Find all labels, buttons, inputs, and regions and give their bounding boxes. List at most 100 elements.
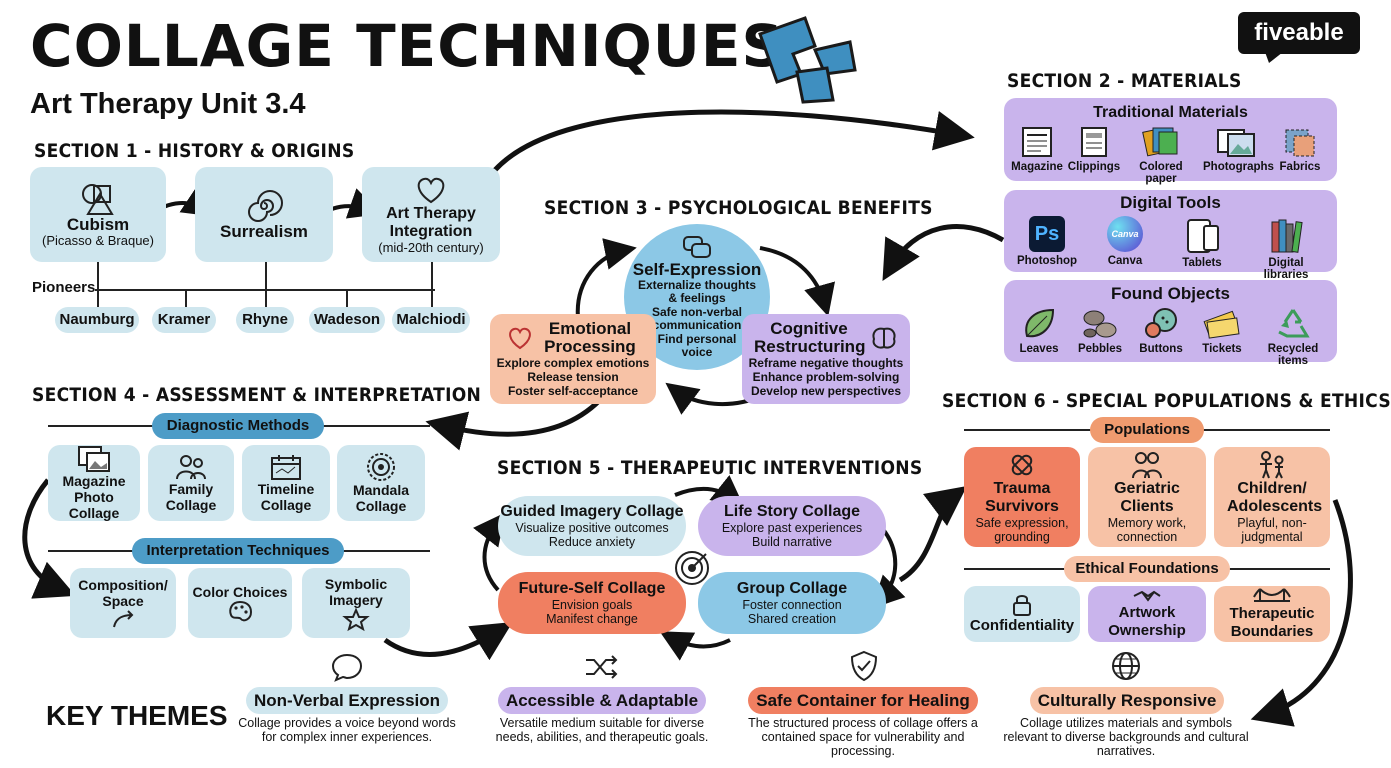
object-label: Pebbles xyxy=(1077,343,1123,355)
population-trauma[interactable]: Trauma Survivors Safe expression, ground… xyxy=(964,447,1080,547)
section5-heading: SECTION 5 - THERAPEUTIC INTERVENTIONS xyxy=(497,457,923,479)
calendar-icon xyxy=(271,455,301,480)
intervention-title: Guided Imagery Collage xyxy=(500,503,684,520)
pebbles-icon xyxy=(1083,310,1117,338)
bandage-icon xyxy=(1011,454,1033,476)
ethic-title: Artwork Ownership xyxy=(1108,604,1186,639)
emotional-processing[interactable]: Emotional Processing Explore complex emo… xyxy=(490,314,656,404)
pioneer-rhyne[interactable]: Rhyne xyxy=(236,307,294,333)
theme-accessible[interactable]: Accessible & Adaptable xyxy=(498,687,706,714)
object-buttons[interactable]: Buttons xyxy=(1131,306,1191,355)
benefit-line: Externalize thoughts xyxy=(637,277,756,292)
guided-imagery-collage[interactable]: Guided Imagery Collage Visualize positiv… xyxy=(498,496,686,556)
life-story-collage[interactable]: Life Story Collage Explore past experien… xyxy=(698,496,886,556)
benefit-line: communication xyxy=(652,318,742,332)
method-mandala[interactable]: Mandala Collage xyxy=(337,445,425,521)
lock-icon xyxy=(1013,595,1031,616)
material-clippings[interactable]: Clippings xyxy=(1064,126,1124,173)
section6-heading: SECTION 6 - SPECIAL POPULATIONS & ETHICS xyxy=(942,390,1391,412)
ethic-title: Therapeutic Boundaries xyxy=(1229,605,1315,640)
population-geriatric[interactable]: Geriatric Clients Memory work, connectio… xyxy=(1088,447,1206,547)
method-family[interactable]: Family Collage xyxy=(148,445,234,521)
intervention-line: Explore past experiences xyxy=(721,521,863,535)
diagnostic-methods-label: Diagnostic Methods xyxy=(152,413,324,439)
arrow-curve-icon xyxy=(113,610,134,628)
key-themes-heading: KEY THEMES xyxy=(46,700,228,731)
globe-icon xyxy=(1112,652,1140,680)
canva-icon: Canva xyxy=(1107,216,1143,252)
pioneer-kramer[interactable]: Kramer xyxy=(152,307,216,333)
intervention-line: Visualize positive outcomes xyxy=(515,521,669,535)
stage-sub: (mid-20th century) xyxy=(378,239,484,255)
population-sub: Playful, non-judgmental xyxy=(1237,516,1307,544)
stage-cubism[interactable]: Cubism (Picasso & Braque) xyxy=(30,167,166,262)
material-colored-paper[interactable]: Colored paper xyxy=(1128,126,1194,185)
ethic-boundaries[interactable]: Therapeutic Boundaries xyxy=(1214,586,1330,642)
material-label: Clippings xyxy=(1067,161,1121,173)
section2-heading: SECTION 2 - MATERIALS xyxy=(1007,70,1242,92)
populations-label: Populations xyxy=(1090,417,1204,443)
speech-bubble-icon xyxy=(331,653,363,682)
section4-heading: SECTION 4 - ASSESSMENT & INTERPRETATION xyxy=(32,384,482,406)
material-label: Magazine xyxy=(1011,161,1063,173)
pioneers-label: Pioneers xyxy=(32,279,96,296)
ethic-confidentiality[interactable]: Confidentiality xyxy=(964,586,1080,642)
interpretation-techniques-label: Interpretation Techniques xyxy=(132,538,344,564)
tool-canva[interactable]: Canva Canva xyxy=(1095,216,1155,267)
pioneer-wadeson[interactable]: Wadeson xyxy=(309,307,385,333)
object-label: Buttons xyxy=(1139,343,1183,355)
theme-culturally-responsive[interactable]: Culturally Responsive xyxy=(1030,687,1224,714)
object-tickets[interactable]: Tickets xyxy=(1192,306,1252,355)
technique-title: Composition/ Space xyxy=(78,577,168,609)
section3-heading: SECTION 3 - PSYCHOLOGICAL BENEFITS xyxy=(544,197,933,219)
population-sub: Safe expression, grounding xyxy=(975,516,1069,544)
pioneer-malchiodi[interactable]: Malchiodi xyxy=(392,307,470,333)
logo-tail xyxy=(1265,52,1283,63)
material-fabrics[interactable]: Fabrics xyxy=(1270,126,1330,173)
mandala-icon xyxy=(367,453,395,481)
theme-safe-container[interactable]: Safe Container for Healing xyxy=(748,687,978,714)
tool-digital-libraries[interactable]: Digital libraries xyxy=(1245,216,1327,281)
group-title: Digital Tools xyxy=(1120,193,1221,212)
stage-art-therapy[interactable]: Art Therapy Integration (mid-20th centur… xyxy=(362,167,500,262)
cognitive-restructuring[interactable]: Cognitive Restructuring Reframe negative… xyxy=(742,314,910,404)
method-title: Timeline Collage xyxy=(257,481,315,513)
theme-desc: Collage provides a voice beyond words fo… xyxy=(238,716,456,744)
population-children[interactable]: Children/ Adolescents Playful, non-judgm… xyxy=(1214,447,1330,547)
benefit-line: Safe non-verbal xyxy=(651,304,742,319)
photoshop-icon: Ps xyxy=(1029,216,1065,252)
ethic-ownership[interactable]: Artwork Ownership xyxy=(1088,586,1206,642)
heart-icon xyxy=(509,327,531,350)
leaf-icon xyxy=(1025,308,1055,338)
benefit-title: Self-Expression xyxy=(632,259,762,279)
tool-photoshop[interactable]: Ps Photoshop xyxy=(1014,216,1080,267)
theme-desc: The structured process of collage offers… xyxy=(748,716,978,758)
intervention-line: Reduce anxiety xyxy=(548,535,636,549)
technique-color[interactable]: Color Choices xyxy=(188,568,292,638)
theme-non-verbal[interactable]: Non-Verbal Expression xyxy=(246,687,448,714)
shapes-icon xyxy=(82,183,114,215)
pioneer-naumburg[interactable]: Naumburg xyxy=(55,307,139,333)
material-photographs[interactable]: Photographs xyxy=(1203,126,1274,173)
stage-title: Cubism xyxy=(66,214,130,234)
material-magazine[interactable]: Magazine xyxy=(1007,126,1067,173)
stage-title: Art Therapy Integration xyxy=(386,204,476,240)
tool-label: Canva xyxy=(1107,255,1143,267)
technique-symbolic[interactable]: Symbolic Imagery xyxy=(302,568,410,638)
object-leaves[interactable]: Leaves xyxy=(1009,306,1069,355)
stage-surrealism[interactable]: Surrealism xyxy=(195,167,333,262)
tool-tablets[interactable]: Tablets xyxy=(1172,216,1232,269)
tool-label: Digital libraries xyxy=(1263,257,1309,281)
object-pebbles[interactable]: Pebbles xyxy=(1070,306,1130,355)
technique-title: Symbolic Imagery xyxy=(324,576,388,608)
method-magazine-photo[interactable]: Magazine Photo Collage xyxy=(48,445,140,521)
material-label: Photographs xyxy=(1203,161,1274,173)
method-timeline[interactable]: Timeline Collage xyxy=(242,445,330,521)
intervention-line: Manifest change xyxy=(546,612,638,626)
benefit-line: Explore complex emotions xyxy=(496,356,650,370)
object-recycled[interactable]: Recycled items xyxy=(1255,306,1331,367)
technique-composition[interactable]: Composition/ Space xyxy=(70,568,176,638)
fiveable-logo[interactable]: fiveable xyxy=(1238,12,1360,54)
